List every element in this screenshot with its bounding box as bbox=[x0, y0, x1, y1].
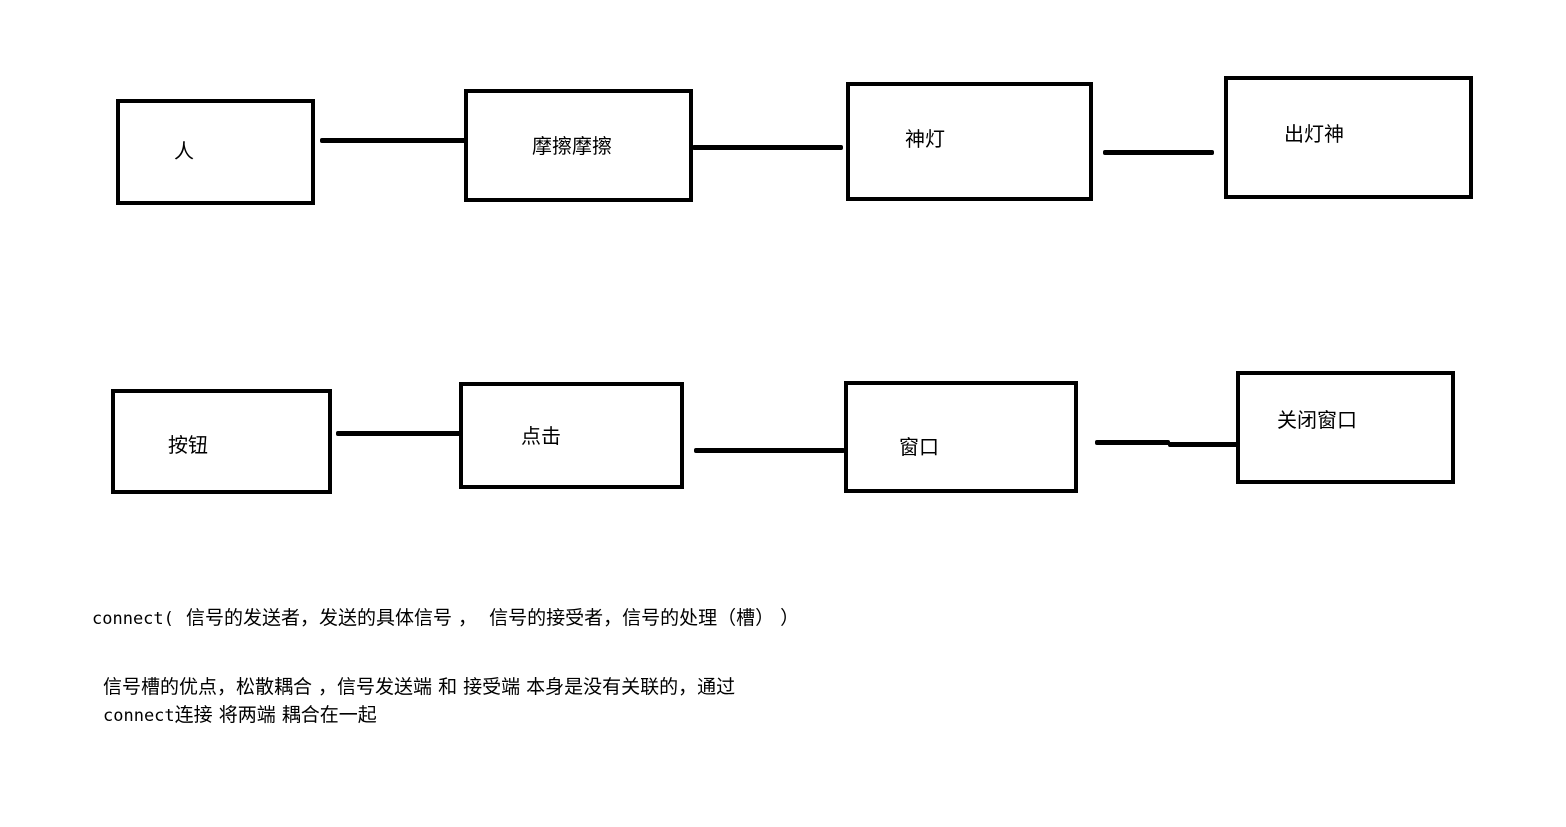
connector-2-1 bbox=[336, 431, 462, 436]
connector-1-2 bbox=[692, 145, 843, 150]
box-window bbox=[844, 381, 1078, 493]
connector-2-3b bbox=[1168, 442, 1243, 447]
box-genie-appears bbox=[1224, 76, 1473, 199]
connector-2-2 bbox=[694, 448, 845, 453]
box-click bbox=[459, 382, 684, 489]
box-button-label: 按钮 bbox=[168, 433, 208, 457]
advantage-note-line-2-rest: 连接 将两端 耦合在一起 bbox=[174, 704, 377, 726]
box-button bbox=[111, 389, 332, 494]
connect-args: 信号的发送者，发送的具体信号 ， 信号的接受者，信号的处理（槽） ） bbox=[173, 607, 800, 629]
connect-signature-note: connect( 信号的发送者，发送的具体信号 ， 信号的接受者，信号的处理（槽… bbox=[92, 604, 799, 633]
connect-keyword-2: connect bbox=[103, 706, 175, 726]
connector-1-1 bbox=[320, 138, 466, 143]
box-close-window-label: 关闭窗口 bbox=[1277, 408, 1357, 432]
connect-keyword: connect( bbox=[92, 609, 174, 629]
box-magic-lamp-label: 神灯 bbox=[905, 127, 945, 151]
box-rub bbox=[464, 89, 693, 202]
box-genie-appears-label: 出灯神 bbox=[1284, 122, 1344, 146]
advantage-note-line-2: connect连接 将两端 耦合在一起 bbox=[103, 701, 377, 730]
advantage-note-line-1: 信号槽的优点，松散耦合 ，信号发送端 和 接受端 本身是没有关联的，通过 bbox=[103, 676, 736, 698]
box-window-label: 窗口 bbox=[899, 435, 939, 459]
box-rub-label: 摩擦摩擦 bbox=[532, 134, 612, 158]
box-person-label: 人 bbox=[174, 139, 194, 163]
box-click-label: 点击 bbox=[521, 424, 561, 448]
connector-1-3 bbox=[1103, 150, 1214, 155]
box-person bbox=[116, 99, 315, 205]
box-close-window bbox=[1236, 371, 1455, 484]
box-magic-lamp bbox=[846, 82, 1093, 201]
connector-2-3a bbox=[1095, 440, 1170, 445]
